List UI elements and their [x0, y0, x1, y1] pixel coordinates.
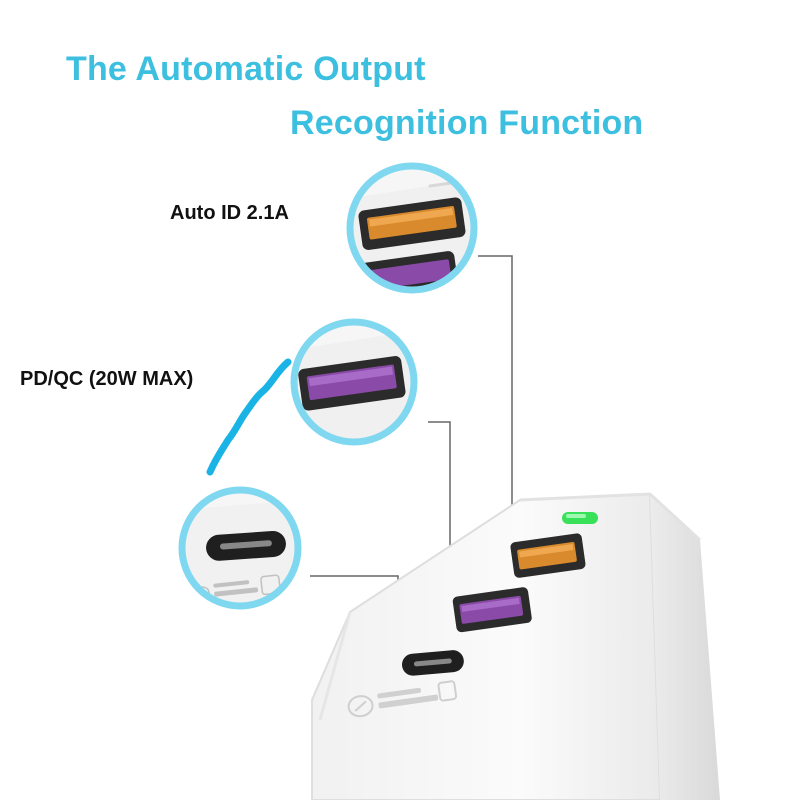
brush-stroke: [206, 358, 292, 476]
zoom-circle-usb-c: [178, 486, 302, 610]
zoom-circle-auto-id: [346, 162, 478, 294]
usb-a-port-middle: [452, 587, 532, 633]
label-auto-id: Auto ID 2.1A: [170, 202, 289, 224]
quick-charge-logo: [347, 680, 458, 718]
usb-c-port: [401, 650, 464, 676]
usb-a-port-top: [510, 533, 586, 578]
leader-line-1: [478, 255, 513, 538]
leader-line-2: [428, 421, 451, 600]
title-line-2: Recognition Function: [290, 104, 644, 142]
label-pd-qc: PD/QC (20W MAX): [20, 368, 194, 390]
zoom-circle-pd-qc: [290, 318, 418, 446]
charger-body: [311, 492, 720, 800]
title-line-1: The Automatic Output: [66, 50, 426, 88]
